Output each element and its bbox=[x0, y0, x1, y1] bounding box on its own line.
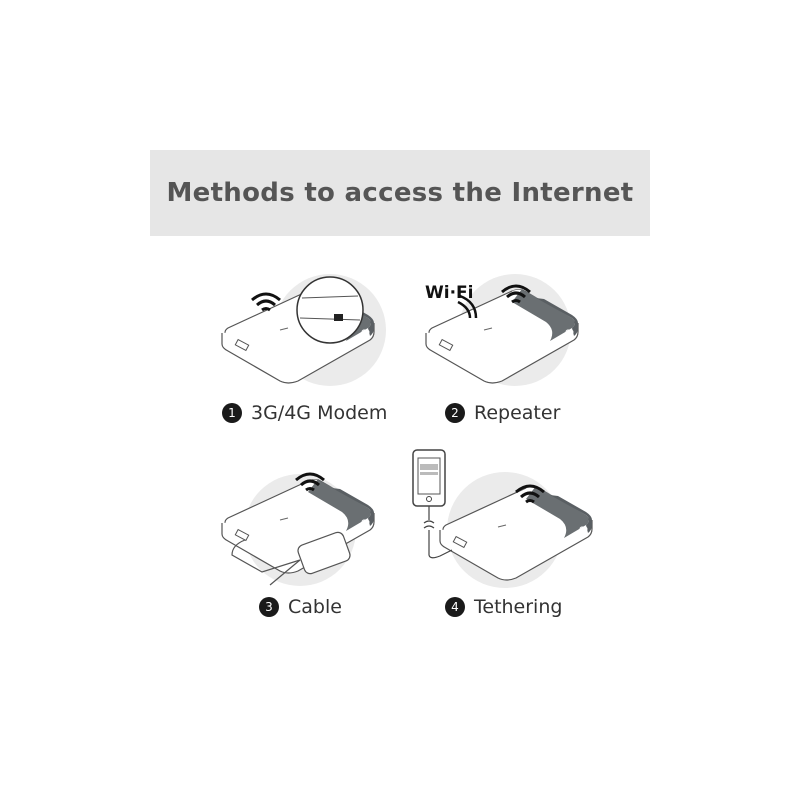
modem-illustration bbox=[221, 274, 386, 386]
number-badge: 3 bbox=[259, 597, 279, 617]
method-2-label: 2 Repeater bbox=[445, 402, 560, 424]
method-1-label: 1 3G/4G Modem bbox=[222, 402, 387, 424]
ethernet-adapter-icon bbox=[297, 531, 351, 575]
cable-illustration bbox=[221, 472, 375, 586]
repeater-illustration: Wi·Fi bbox=[425, 274, 579, 386]
wifi-logo-icon: Wi·Fi bbox=[425, 283, 473, 303]
number-badge: 1 bbox=[222, 403, 242, 423]
number-badge: 2 bbox=[445, 403, 465, 423]
method-name: Tethering bbox=[474, 596, 563, 618]
method-4-label: 4 Tethering bbox=[445, 596, 562, 618]
method-name: Cable bbox=[288, 596, 342, 618]
number-badge: 4 bbox=[445, 597, 465, 617]
title-banner: Methods to access the Internet bbox=[150, 150, 650, 236]
page-title: Methods to access the Internet bbox=[166, 178, 634, 208]
method-name: 3G/4G Modem bbox=[251, 402, 388, 424]
router-device-icon bbox=[221, 478, 375, 574]
method-3-label: 3 Cable bbox=[259, 596, 342, 618]
tethering-illustration bbox=[412, 449, 593, 588]
method-name: Repeater bbox=[474, 402, 561, 424]
sim-slot-magnifier-icon bbox=[296, 276, 364, 344]
sim-card-icon bbox=[334, 314, 343, 321]
